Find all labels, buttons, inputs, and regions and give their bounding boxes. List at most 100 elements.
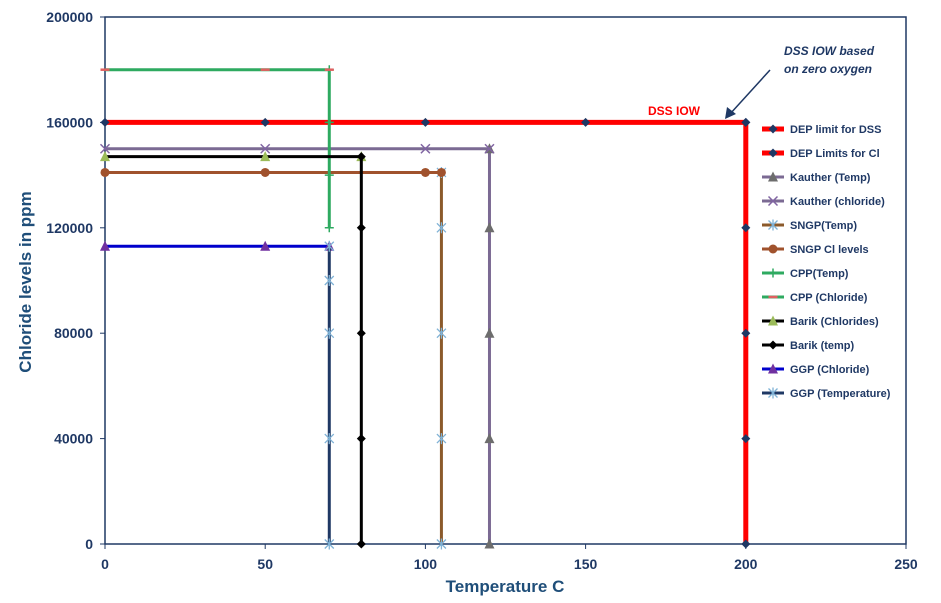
data-point	[324, 538, 335, 550]
series-3	[99, 143, 495, 154]
legend-item: CPP (Chloride)	[762, 292, 868, 304]
data-point	[260, 143, 271, 154]
legend-label: CPP (Chloride)	[790, 292, 868, 304]
x-tick-label: 0	[101, 556, 109, 572]
x-tick-label: 100	[414, 556, 438, 572]
x-tick-label: 50	[257, 556, 273, 572]
y-tick-label: 160000	[46, 114, 93, 130]
data-point	[436, 433, 447, 445]
annotation-arrow	[725, 69, 771, 119]
x-axis-title: Temperature C	[446, 577, 565, 596]
plot-area	[104, 16, 907, 545]
y-tick-label: 120000	[46, 220, 93, 236]
series-5	[100, 167, 446, 177]
legend-label: SNGP Cl levels	[790, 244, 869, 256]
data-point	[356, 328, 366, 338]
legend-label: DEP Limits for Cl	[790, 148, 880, 160]
y-axis-title: Chloride levels in ppm	[16, 191, 35, 372]
dss-note-line2: on zero oxygen	[784, 62, 872, 76]
data-point	[324, 275, 335, 286]
series-11	[324, 240, 335, 550]
legend-item: DEP Limits for Cl	[762, 148, 880, 160]
axis-layer: 0 50 100 150 200 250 0 40000 80000 120000 160000 20…	[46, 9, 918, 572]
legend-label: DEP limit for DSS	[790, 124, 881, 136]
data-point	[324, 327, 335, 339]
legend-label: Kauther (chloride)	[790, 196, 885, 208]
legend-swatch-marker	[768, 244, 778, 254]
x-tick-label: 250	[894, 556, 918, 572]
dss-note-line1: DSS IOW based	[784, 44, 875, 58]
data-point	[484, 433, 495, 444]
data-point	[324, 170, 334, 180]
legend-label: Kauther (Temp)	[790, 172, 871, 184]
data-point	[356, 434, 366, 444]
data-point	[741, 223, 751, 233]
x-tick-label: 150	[574, 556, 598, 572]
legend-item: CPP(Temp)	[762, 268, 849, 280]
legend-swatch-marker	[768, 315, 778, 326]
legend-label: SNGP(Temp)	[790, 220, 857, 232]
data-point	[260, 151, 271, 162]
data-point	[484, 143, 495, 154]
data-point	[420, 167, 430, 177]
legend-swatch-marker	[768, 148, 778, 158]
dss-iow-label: DSS IOW	[648, 104, 701, 118]
legend-label: CPP(Temp)	[790, 268, 849, 280]
data-point	[260, 117, 270, 127]
legend-swatch-marker	[768, 387, 778, 399]
data-point	[356, 152, 366, 162]
y-tick-label: 80000	[54, 325, 93, 341]
legend-item: DEP limit for DSS	[762, 124, 881, 136]
legend-item: GGP (Temperature)	[762, 387, 891, 400]
data-point	[436, 538, 447, 550]
x-tick-label: 200	[734, 556, 758, 572]
data-point	[324, 117, 334, 127]
series-9	[356, 152, 366, 549]
legend-item: Kauther (Temp)	[762, 171, 871, 184]
legend-swatch-marker	[768, 268, 778, 278]
legend-label: GGP (Chloride)	[790, 364, 870, 376]
data-point	[260, 240, 271, 251]
legend-item: SNGP(Temp)	[762, 219, 857, 232]
data-point	[260, 167, 270, 177]
legend-item: GGP (Chloride)	[762, 363, 870, 376]
data-point	[581, 117, 591, 127]
data-point	[741, 328, 751, 338]
data-point	[484, 327, 495, 338]
legend-item: Barik (Chlorides)	[762, 315, 879, 328]
data-point	[484, 222, 495, 233]
data-point	[324, 223, 334, 233]
legend-item: Kauther (chloride)	[762, 195, 885, 208]
legend-swatch-marker	[767, 195, 779, 207]
legend-swatch-marker	[768, 363, 778, 374]
legend-label: GGP (Temperature)	[790, 388, 891, 400]
data-point	[324, 240, 335, 252]
data-point	[100, 240, 110, 251]
data-point	[99, 143, 111, 154]
legend-item: SNGP Cl levels	[762, 244, 869, 256]
data-point	[100, 151, 110, 162]
data-point	[420, 143, 431, 154]
y-tick-label: 200000	[46, 9, 93, 25]
plot-frame	[104, 16, 907, 545]
legend-label: Barik (temp)	[790, 340, 855, 352]
data-point	[436, 327, 447, 339]
data-point	[324, 433, 335, 445]
legend-swatch-marker	[768, 171, 778, 182]
y-tick-label: 40000	[54, 431, 93, 447]
data-point	[356, 539, 366, 549]
series-layer	[99, 65, 751, 550]
legend-item: Barik (temp)	[762, 340, 855, 352]
legend: DEP limit for DSS DEP Limits for Cl Kauthe…	[762, 124, 891, 400]
data-point	[356, 223, 366, 233]
data-point	[100, 167, 110, 177]
data-point	[436, 167, 446, 177]
data-point	[741, 434, 751, 444]
data-point	[436, 222, 447, 234]
legend-swatch-marker	[768, 340, 778, 350]
legend-swatch-marker	[768, 124, 778, 134]
legend-swatch-marker	[768, 219, 778, 231]
y-tick-label: 0	[85, 536, 93, 552]
data-point	[420, 117, 430, 127]
